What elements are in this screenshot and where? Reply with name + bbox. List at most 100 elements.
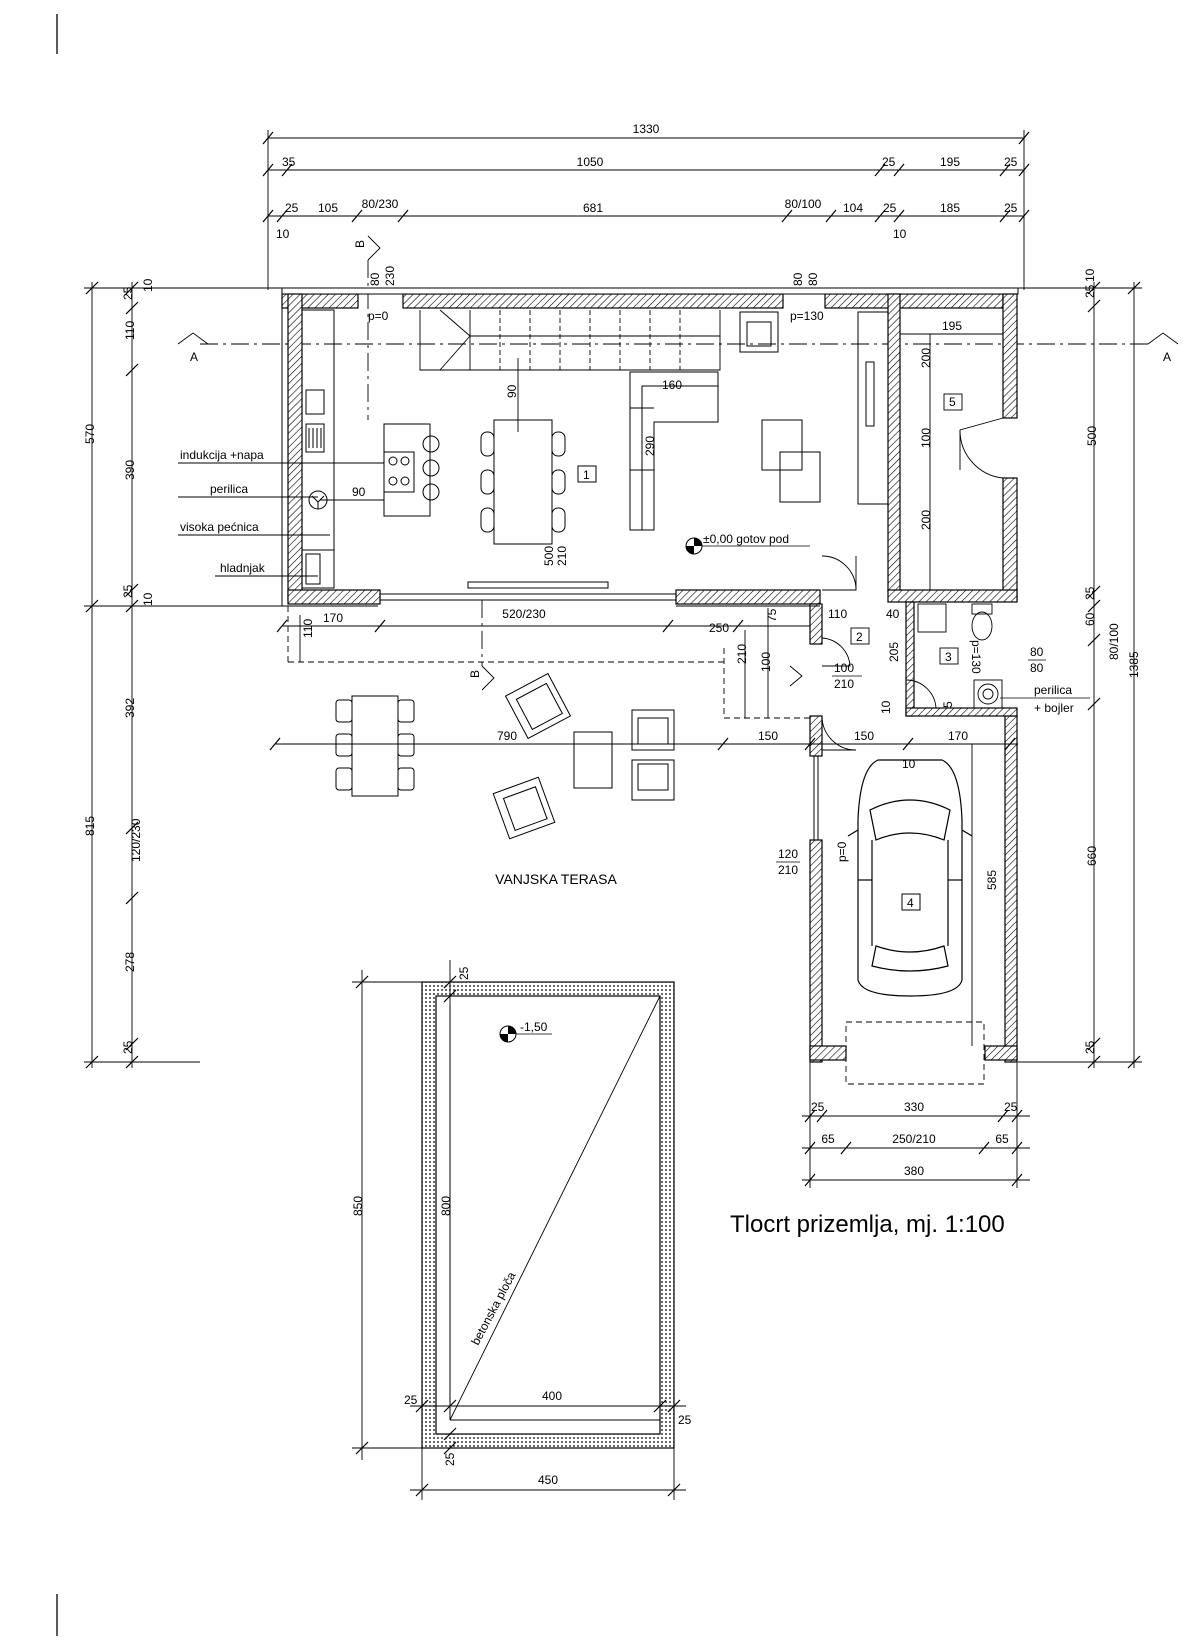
label-washer-kitchen: perilica [210,482,248,496]
garage-door-outline [845,1021,985,1085]
section-a-right: A [1163,350,1171,364]
dim-left-390: 390 [123,460,137,480]
dim-left-392: 392 [123,698,137,718]
dim-pool-25-top: 25 [457,966,471,980]
dim-pool-800: 800 [439,1196,453,1216]
garage-door-dims: 120 210 p=0 [776,841,849,877]
window-mark-p130: p=130 [790,309,824,323]
section-b-marker-top [367,235,381,420]
dim-row3-80-100: 80/100 [785,197,822,211]
dim-row3-681: 681 [583,201,603,215]
dim-left-25a: 25 [121,286,135,300]
room-4-tag [901,893,921,911]
laundry-line2: + bojler [1034,701,1074,715]
dim-top-1050: 1050 [577,155,604,169]
dim-sofa-290: 290 [643,436,657,456]
dim-ter-150b: 150 [854,729,874,743]
dim-row3-104: 104 [843,201,863,215]
dim-door-210: 210 [555,546,569,566]
window-mark-80: 80 [368,272,382,286]
dim-sub-10a: 10 [276,227,290,241]
dim-right-25a: 25 [1083,284,1097,298]
dim-sofa-160: 160 [662,378,682,392]
label-fridge: hladnjak [220,561,266,575]
kitchen-counter [301,309,335,589]
dim-hall-40: 40 [886,607,900,621]
window-mark-p0: p=0 [368,309,389,323]
pool [421,981,675,1449]
dim-ter-150a: 150 [758,729,778,743]
dim-left-815: 815 [83,816,97,836]
dim-right-660: 660 [1085,846,1099,866]
kitchen-leaders [178,462,384,577]
dim-ter-170: 170 [323,611,343,625]
drawing-title: Tlocrt prizemlja, mj. 1:100 [730,1211,1005,1238]
dim-left-10b: 10 [141,592,155,606]
dim-left-278: 278 [123,952,137,972]
window-mark-80c: 80 [806,272,820,286]
dim-gar-250: 250/210 [892,1132,936,1146]
dim-sub-10b: 10 [893,227,907,241]
pool-level-marker [499,1025,552,1043]
pool-level-label: -1,50 [520,1020,548,1034]
garage-bottom-dimensions [802,1060,1030,1188]
dim-ter-170b: 170 [948,729,968,743]
dim-pool-25-right: 25 [678,1413,692,1427]
left-dimensions [84,281,282,1069]
window-mark-230: 230 [383,266,397,286]
room-5 [900,333,1004,590]
room-1-tag [577,465,597,483]
dim-door2-100: 100 [834,661,854,675]
dim-ter-100: 100 [759,652,773,672]
dim-left-25b: 25 [121,584,135,598]
door-arrow-terrace [789,665,803,687]
dim-gar-330: 330 [904,1100,924,1114]
dim-row3-25c: 25 [1004,201,1018,215]
dim-pool-450: 450 [538,1473,558,1487]
dim-right-500: 500 [1085,426,1099,446]
dim-bath-80a: 80 [1030,645,1044,659]
label-induction: indukcija +napa [180,448,264,462]
dim-ter-790: 790 [497,729,517,743]
dim-garage-120: 120 [778,847,798,861]
dim-gar-65a: 65 [821,1132,835,1146]
dim-room5-200b: 200 [919,510,933,530]
armchair-top [739,311,779,353]
right-dimensions [1018,281,1142,1069]
room-2-number: 2 [856,630,863,644]
dim-right-25c: 25 [1083,1040,1097,1054]
dim-top-35: 35 [282,155,296,169]
terrace-dining-set [335,695,415,797]
dim-row3-25b: 25 [883,201,897,215]
section-a-left: A [190,350,198,364]
dim-island-90: 90 [352,485,366,499]
dim-room5-200a: 200 [919,348,933,368]
terrace-lounge-chairs [492,672,675,840]
dining-table [480,419,566,545]
dim-row3-185: 185 [940,201,960,215]
section-line-a [177,332,1179,345]
hall-area [821,555,1003,751]
dim-garage-p0: p=0 [835,841,849,862]
garage-window [813,756,819,840]
dim-left-110: 110 [123,321,137,340]
dim-left-570: 570 [83,424,97,444]
window-mark-80b: 80 [791,272,805,286]
dim-row3-80-230: 80/230 [362,197,399,211]
room-4-number: 4 [907,896,914,910]
dim-left-120-230: 120/230 [129,818,143,862]
dim-ter-110: 110 [301,619,315,638]
dim-garage-10: 10 [902,757,916,771]
sofa [629,371,719,531]
coffee-tables [761,419,821,503]
dim-row3-105: 105 [318,201,338,215]
dim-left-10a: 10 [141,278,155,292]
pool-dimensions [352,960,686,1500]
dim-bath-80b: 80 [1030,661,1044,675]
terrace-outline [287,606,810,719]
dim-garage-585: 585 [985,870,999,890]
dim-pool-400: 400 [542,1389,562,1403]
dim-right-10: 10 [1083,268,1097,282]
dim-top-1330: 1330 [633,122,660,136]
dim-gar-25b: 25 [1004,1100,1018,1114]
